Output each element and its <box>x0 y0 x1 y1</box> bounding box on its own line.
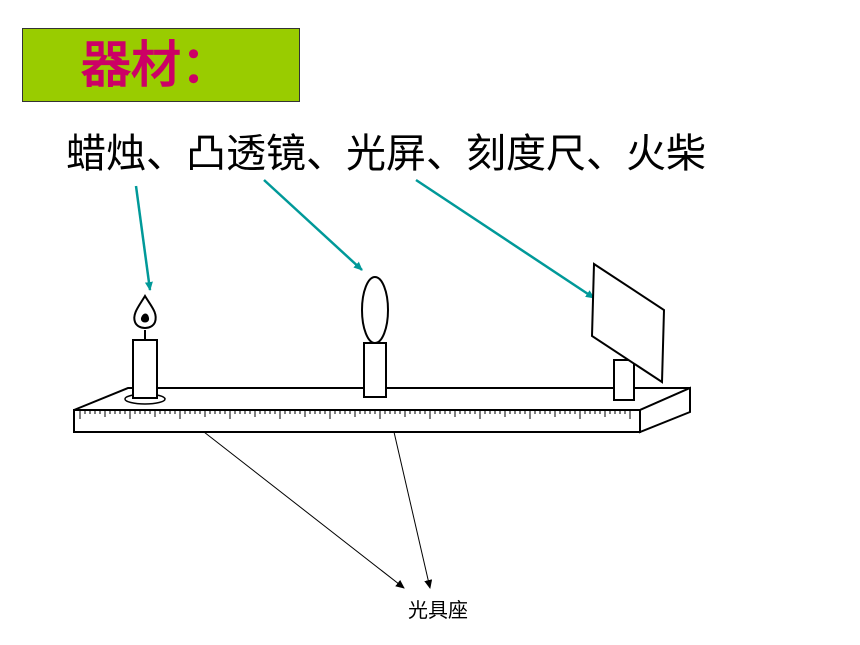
title-box: 器材： <box>22 28 300 102</box>
candle <box>124 294 166 405</box>
light-screen <box>590 262 666 401</box>
equipment-list: 蜡烛、凸透镜、光屏、刻度尺、火柴 <box>66 131 706 177</box>
optical-bench <box>73 386 691 434</box>
bench-label-arrow-left <box>203 431 405 589</box>
screen-pointer-arrow <box>415 178 595 300</box>
bench-label-arrow-right <box>393 431 433 589</box>
convex-lens <box>361 276 389 398</box>
bench-label: 光具座 <box>408 598 468 622</box>
lens-pointer-arrow <box>263 179 363 271</box>
ruler-scale <box>79 410 631 419</box>
candle-pointer-arrow <box>134 185 153 291</box>
title-text: 器材： <box>81 36 231 94</box>
